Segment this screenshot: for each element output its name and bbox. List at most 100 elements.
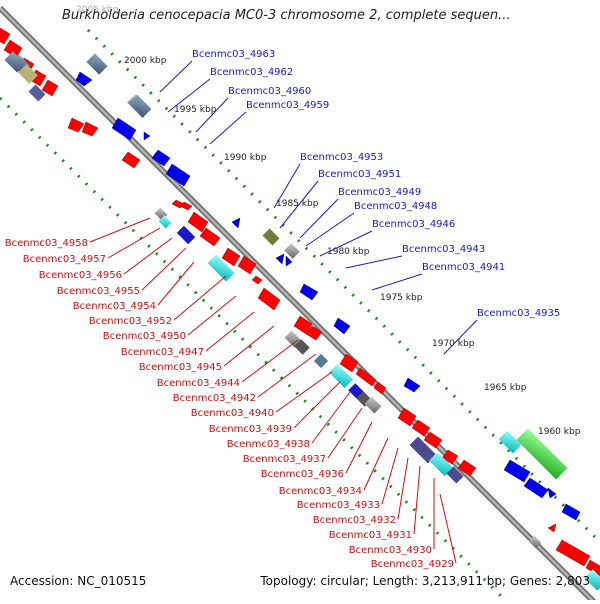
- gene-forward-31[interactable]: [585, 559, 600, 577]
- gene-reverse-4[interactable]: [151, 149, 171, 167]
- bottom-gene-label[interactable]: Bcenmc03_4955: [57, 286, 140, 297]
- bottom-gene-label[interactable]: Bcenmc03_4945: [139, 362, 222, 373]
- gene-reverse-2[interactable]: [111, 117, 137, 141]
- bottom-gene-label[interactable]: Bcenmc03_4929: [371, 559, 454, 570]
- gene-cyan-4[interactable]: [428, 451, 454, 477]
- bottom-leader-line: [187, 295, 237, 336]
- gene-forward-14[interactable]: [237, 255, 257, 275]
- gene-forward-16[interactable]: [257, 287, 281, 311]
- gene-blue-2[interactable]: [176, 225, 196, 245]
- gene-purple-1[interactable]: [28, 84, 46, 102]
- bottom-gene-label[interactable]: Bcenmc03_4942: [173, 393, 256, 404]
- gene-forward-22[interactable]: [373, 381, 387, 395]
- top-gene-label[interactable]: Bcenmc03_4963: [192, 49, 275, 60]
- gene-reverse-9[interactable]: [299, 283, 319, 301]
- bottom-gene-label[interactable]: Bcenmc03_4950: [103, 331, 186, 342]
- bottom-gene-label[interactable]: Bcenmc03_4958: [5, 238, 88, 249]
- gene-gray-3[interactable]: [284, 330, 302, 348]
- top-gene-label[interactable]: Bcenmc03_4946: [372, 219, 455, 230]
- bottom-gene-label[interactable]: Bcenmc03_4932: [313, 515, 396, 526]
- scale-label: 2000 kbp: [124, 56, 167, 66]
- chromosome-backbone-highlight: [0, 7, 598, 604]
- bottom-gene-label[interactable]: Bcenmc03_4938: [227, 439, 310, 450]
- gene-gray-7[interactable]: [528, 535, 542, 549]
- bottom-gene-label[interactable]: Bcenmc03_4947: [121, 347, 204, 358]
- gene-forward-19[interactable]: [339, 353, 359, 373]
- gene-forward-25[interactable]: [423, 431, 443, 449]
- bottom-gene-label[interactable]: Bcenmc03_4939: [209, 424, 292, 435]
- gene-purple-2[interactable]: [409, 436, 437, 464]
- bottom-leader-line: [311, 391, 351, 444]
- gene-reverse-15[interactable]: [561, 503, 581, 521]
- gene-forward-8[interactable]: [121, 151, 141, 169]
- gene-forward-28[interactable]: [547, 523, 557, 533]
- top-gene-label[interactable]: Bcenmc03_4953: [300, 152, 383, 163]
- top-gene-label[interactable]: Bcenmc03_4949: [338, 187, 421, 198]
- top-gene-label[interactable]: Bcenmc03_4959: [246, 100, 329, 111]
- bottom-gene-label[interactable]: Bcenmc03_4956: [39, 270, 122, 281]
- bottom-gene-label[interactable]: Bcenmc03_4940: [191, 408, 274, 419]
- bottom-gene-label[interactable]: Bcenmc03_4933: [297, 500, 380, 511]
- gene-reverse-1[interactable]: [75, 71, 93, 87]
- gene-cyan-6[interactable]: [498, 430, 522, 454]
- gene-forward-5[interactable]: [41, 79, 59, 97]
- gene-forward-15[interactable]: [251, 275, 263, 285]
- bottom-gene-label[interactable]: Bcenmc03_4930: [349, 545, 432, 556]
- gene-forward-27[interactable]: [457, 459, 477, 477]
- gene-blue-7[interactable]: [128, 94, 152, 118]
- gene-forward-23[interactable]: [397, 407, 417, 427]
- bottom-gene-label[interactable]: Bcenmc03_4954: [73, 301, 156, 312]
- gene-forward-1[interactable]: [0, 27, 11, 45]
- gene-forward-12[interactable]: [199, 227, 221, 247]
- bottom-gene-label[interactable]: Bcenmc03_4931: [329, 530, 412, 541]
- gene-purple-3[interactable]: [446, 466, 464, 484]
- gene-reverse-3[interactable]: [143, 131, 151, 141]
- gene-gray-6[interactable]: [364, 396, 382, 414]
- top-gene-label[interactable]: Bcenmc03_4935: [477, 308, 560, 319]
- gene-gray-4[interactable]: [294, 339, 310, 355]
- gene-reverse-13[interactable]: [523, 477, 549, 499]
- gene-forward-10[interactable]: [179, 201, 193, 211]
- bottom-gene-label[interactable]: Bcenmc03_4934: [279, 486, 362, 497]
- gene-forward-24[interactable]: [411, 419, 431, 437]
- gene-reverse-6[interactable]: [231, 217, 241, 229]
- bottom-gene-label[interactable]: Bcenmc03_4936: [261, 469, 344, 480]
- gene-cyan-1[interactable]: [158, 215, 172, 229]
- top-gene-label[interactable]: Bcenmc03_4951: [318, 169, 401, 180]
- gene-reverse-5[interactable]: [165, 163, 191, 187]
- gene-forward-18[interactable]: [305, 325, 323, 341]
- gene-cyan-2[interactable]: [207, 254, 235, 282]
- top-gene-label[interactable]: Bcenmc03_4960: [228, 86, 311, 97]
- gene-cyan-3[interactable]: [328, 363, 354, 389]
- gene-blue-6[interactable]: [4, 51, 26, 73]
- gene-olive-1[interactable]: [18, 64, 38, 84]
- bottom-gene-label[interactable]: Bcenmc03_4957: [23, 254, 106, 265]
- gene-reverse-7[interactable]: [275, 253, 285, 265]
- gene-blue-3[interactable]: [313, 353, 329, 369]
- top-gene-label[interactable]: Bcenmc03_4941: [422, 262, 505, 273]
- gene-green-1[interactable]: [516, 428, 568, 480]
- gene-label-group: Bcenmc03_4963Bcenmc03_4962Bcenmc03_4960B…: [5, 49, 561, 570]
- top-gene-label[interactable]: Bcenmc03_4943: [402, 244, 485, 255]
- gene-olive-2[interactable]: [262, 228, 280, 246]
- gene-forward-6[interactable]: [67, 117, 85, 133]
- gene-gray-8[interactable]: [284, 243, 300, 259]
- gene-forward-13[interactable]: [221, 247, 241, 267]
- gene-forward-11[interactable]: [187, 211, 209, 233]
- gene-cyan-5[interactable]: [584, 569, 600, 591]
- gene-reverse-10[interactable]: [333, 317, 351, 335]
- top-gene-label[interactable]: Bcenmc03_4962: [210, 67, 293, 78]
- gene-forward-7[interactable]: [81, 121, 99, 137]
- gene-reverse-14[interactable]: [547, 487, 557, 499]
- top-gene-label[interactable]: Bcenmc03_4948: [354, 201, 437, 212]
- gene-forward-26[interactable]: [441, 449, 459, 465]
- gene-reverse-12[interactable]: [503, 459, 531, 483]
- gene-forward-30[interactable]: [569, 547, 591, 567]
- gene-blue-5[interactable]: [86, 53, 108, 75]
- bottom-gene-label[interactable]: Bcenmc03_4944: [157, 378, 240, 389]
- gene-reverse-8[interactable]: [285, 255, 293, 267]
- gene-forward-21[interactable]: [363, 373, 377, 387]
- gene-reverse-11[interactable]: [403, 377, 421, 393]
- bottom-gene-label[interactable]: Bcenmc03_4952: [89, 316, 172, 327]
- bottom-gene-label[interactable]: Bcenmc03_4937: [243, 454, 326, 465]
